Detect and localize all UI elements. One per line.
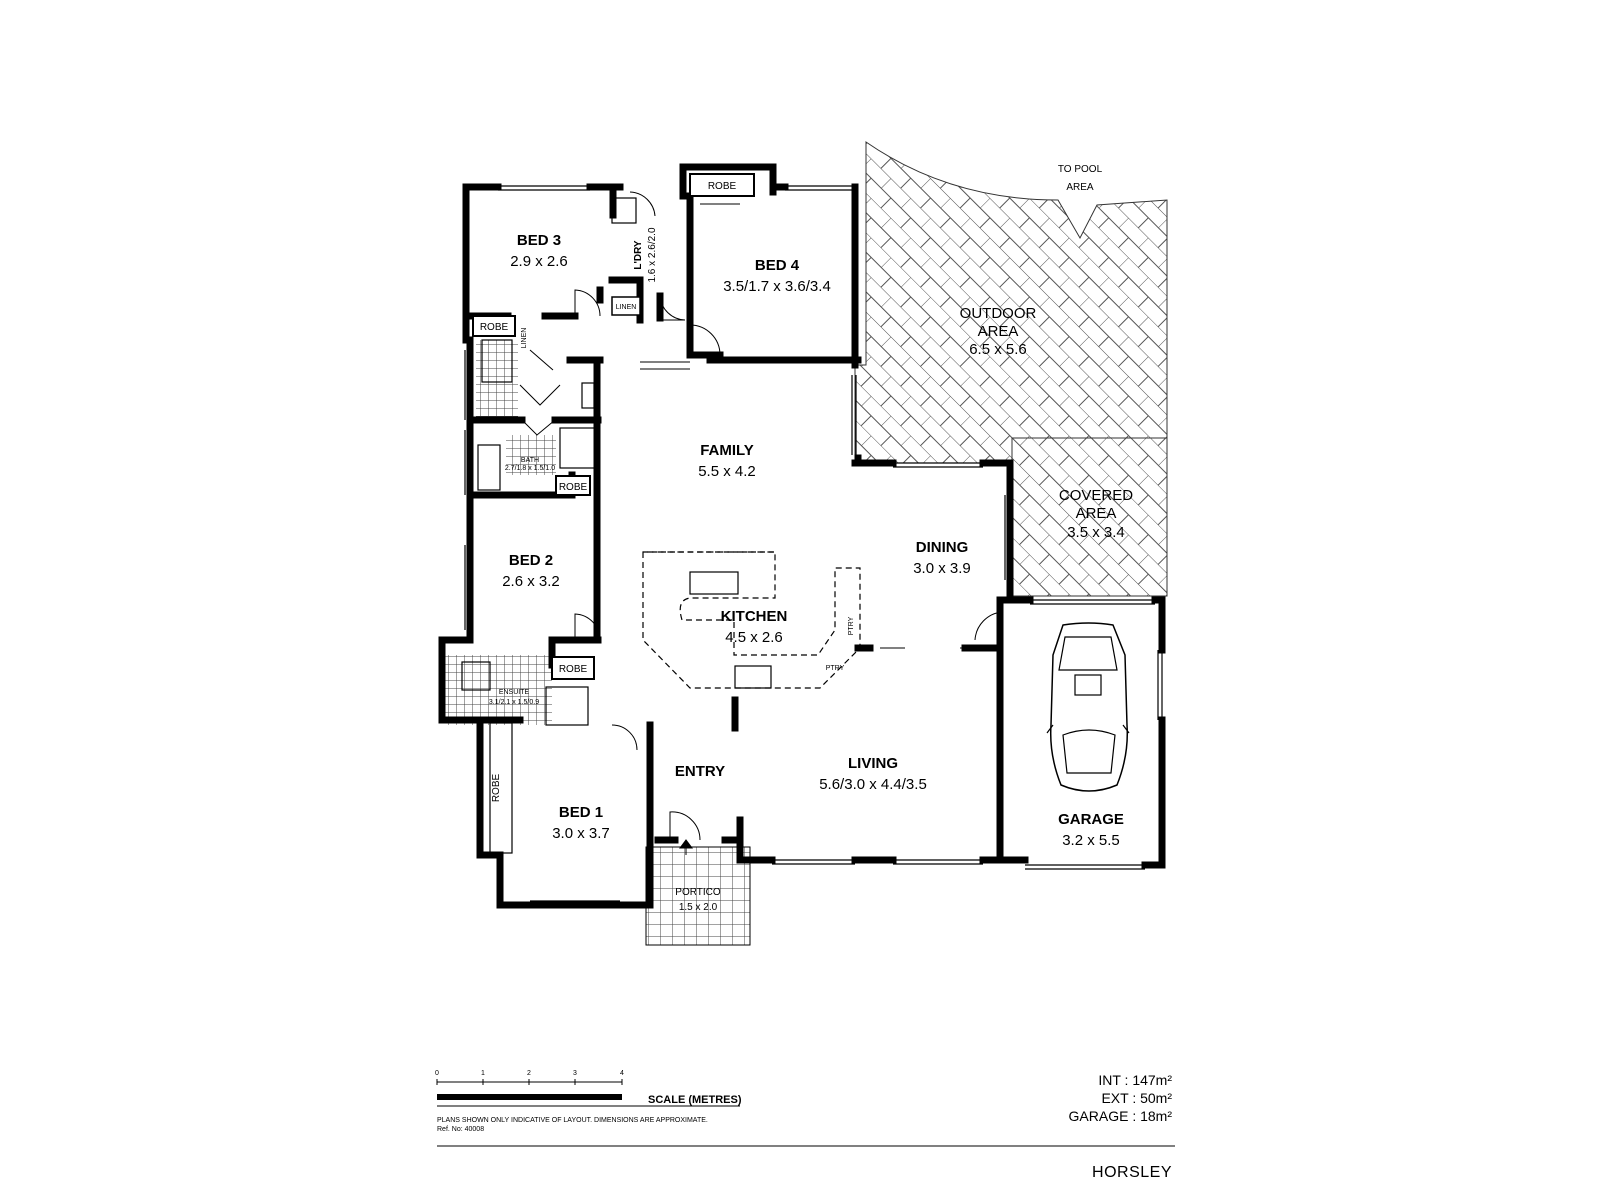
bed2-dims: 2.6 x 3.2: [502, 573, 560, 590]
portico-dims: 1.5 x 2.0: [679, 902, 718, 913]
covered-dims: 3.5 x 3.4: [1067, 524, 1125, 541]
int-area-label: INT: [1098, 1072, 1121, 1088]
outdoor-area-paving: [854, 141, 1168, 597]
robe-label-bed2: ROBE: [559, 664, 588, 675]
kitchen-dims: 4.5 x 2.6: [725, 629, 783, 646]
covered-name-2: AREA: [1076, 505, 1117, 522]
linen-label-laundry: LINEN: [616, 304, 637, 311]
family-dims: 5.5 x 4.2: [698, 463, 756, 480]
garage-area-label: GARAGE: [1068, 1108, 1129, 1124]
portico-name: PORTICO: [675, 887, 721, 898]
scale-tick-4: 4: [620, 1070, 624, 1077]
int-area-value: 147m²: [1132, 1072, 1172, 1088]
ext-area-label: EXT: [1101, 1090, 1129, 1106]
walls: [438, 163, 1166, 909]
door-swings: [519, 191, 1003, 841]
bed1-dims: 3.0 x 3.7: [552, 825, 610, 842]
scale-tick-1: 1: [481, 1070, 485, 1077]
bed4-name: BED 4: [755, 257, 800, 274]
robe-label-bed4: ROBE: [708, 181, 737, 192]
living-dims: 5.6/3.0 x 4.4/3.5: [819, 776, 927, 793]
living-name: LIVING: [848, 755, 898, 772]
dining-dims: 3.0 x 3.9: [913, 560, 971, 577]
disclaimer-note: PLANS SHOWN ONLY INDICATIVE OF LAYOUT. D…: [437, 1117, 708, 1124]
bath-dims: 2.7/1.8 x 1.5/1.0: [505, 465, 555, 472]
car-icon: [1046, 622, 1130, 792]
linen-label-hall: LINEN: [521, 328, 528, 349]
pool-label-2: AREA: [1066, 182, 1094, 193]
scale-tick-2: 2: [527, 1070, 531, 1077]
bed1-name: BED 1: [559, 804, 603, 821]
pantry-label-2: PTRY: [826, 665, 845, 672]
portico-tiles: [645, 846, 751, 946]
outdoor-name-1: OUTDOOR: [960, 305, 1037, 322]
bed3-name: BED 3: [517, 232, 561, 249]
ensuite-dims: 3.1/2.1 x 1.5/0.9: [489, 699, 539, 706]
ensuite-name: ENSUITE: [499, 689, 530, 696]
bed4-dims: 3.5/1.7 x 3.6/3.4: [723, 278, 831, 295]
robe-label-bath: ROBE: [559, 482, 588, 493]
bath-name: BATH: [521, 457, 539, 464]
covered-name-1: COVERED: [1059, 487, 1133, 504]
entry-name: ENTRY: [675, 763, 725, 780]
wet-area-tiles: [442, 340, 556, 725]
family-name: FAMILY: [700, 442, 754, 459]
scale-bar: 0 1 2 3 4: [435, 1070, 1175, 1147]
bed2-name: BED 2: [509, 552, 553, 569]
bed3-dims: 2.9 x 2.6: [510, 253, 568, 270]
ext-area-value: 50m²: [1140, 1090, 1172, 1106]
robe-label-bed3: ROBE: [480, 322, 509, 333]
pantry-label-1: PTRY: [848, 616, 855, 635]
entry-arrow-icon: [679, 839, 693, 855]
robe-label-bed1: ROBE: [491, 774, 502, 803]
garage-area-value: 18m²: [1140, 1108, 1172, 1124]
dining-name: DINING: [916, 539, 969, 556]
suburb-name: HORSLEY: [1092, 1164, 1172, 1181]
scale-title: SCALE (METRES): [648, 1094, 742, 1106]
garage-name: GARAGE: [1058, 811, 1124, 828]
outdoor-dims: 6.5 x 5.6: [969, 341, 1027, 358]
garage-dims: 3.2 x 5.5: [1062, 832, 1120, 849]
pool-label-1: TO POOL: [1058, 164, 1103, 175]
fixture-labels: ROBE ROBE ROBE ROBE ROBE LINEN LINEN PTR…: [472, 173, 855, 803]
sliding-door-arrows: [496, 203, 985, 721]
room-labels: BED 3 2.9 x 2.6 L'DRY 1.6 x 2.6/2.0 BED …: [489, 164, 1133, 913]
laundry-name: L'DRY: [633, 240, 644, 270]
kitchen-name: KITCHEN: [721, 608, 788, 625]
scale-tick-3: 3: [573, 1070, 577, 1077]
windows-and-fittings: [461, 185, 1163, 906]
scale-tick-0: 0: [435, 1070, 439, 1077]
outdoor-name-2: AREA: [978, 323, 1019, 340]
reference-number: Ref. No: 40008: [437, 1126, 485, 1133]
laundry-dims: 1.6 x 2.6/2.0: [647, 227, 658, 282]
